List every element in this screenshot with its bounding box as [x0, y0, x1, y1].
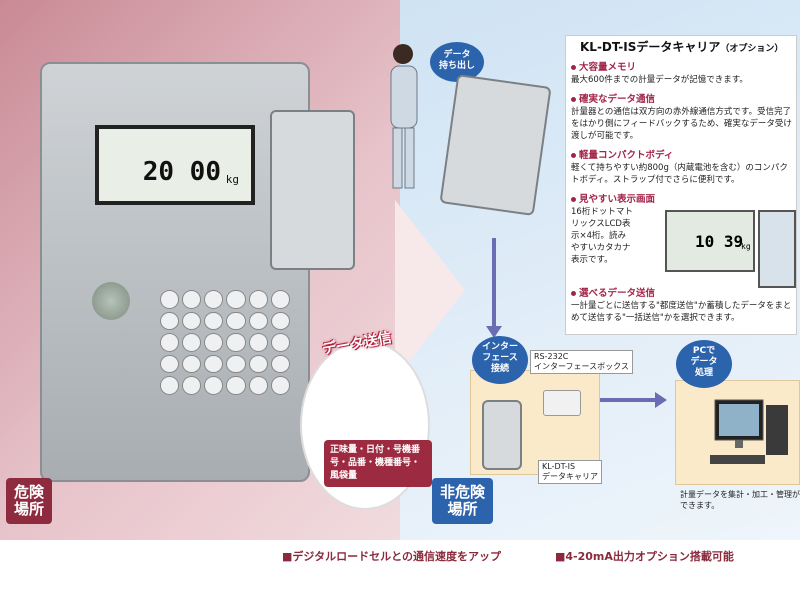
feature-item: 大容量メモリ 最大600件までの計量データが記憶できます。 — [571, 62, 793, 86]
key[interactable] — [226, 376, 246, 395]
key[interactable] — [226, 333, 246, 352]
pc-note: 計量データを集計・加工・管理ができます。 — [680, 490, 800, 510]
rs232c-box-label: RS-232C インターフェースボックス — [530, 350, 633, 374]
bullet-icon — [571, 291, 576, 296]
hazardous-area-label: 危険 場所 — [6, 478, 53, 524]
key[interactable] — [248, 311, 268, 331]
carrier-label: KL-DT-IS データキャリア — [538, 460, 602, 484]
interface-box-icon — [543, 390, 581, 416]
carrier-on-interface — [482, 400, 522, 470]
indicator-lcd: 20 00 kg — [95, 125, 255, 205]
docked-data-carrier — [270, 110, 355, 270]
desktop-computer-icon — [710, 399, 788, 464]
down-flow-arrow — [492, 238, 496, 328]
feature-item: 見やすい表示画面 16桁ドットマトリックスLCD表示×4桁。読みやすいカタカナ表… — [571, 194, 655, 266]
key[interactable] — [226, 311, 246, 331]
carrier-lcd-unit: kg — [741, 242, 751, 251]
feature-heading: 見やすい表示画面 — [579, 194, 656, 205]
feature-heading: 確実なデータ通信 — [579, 94, 656, 105]
footer-note-4-20ma: ■4-20mA出力オプション搭載可能 — [555, 550, 734, 563]
key[interactable] — [182, 290, 202, 309]
key[interactable] — [182, 354, 202, 374]
non-hazardous-area-label: 非危険 場所 — [432, 478, 494, 524]
key[interactable] — [204, 311, 224, 331]
arrow-head-icon — [486, 326, 502, 338]
carrier-lcd-value: 10 39 — [695, 232, 744, 251]
key[interactable] — [160, 354, 180, 374]
key[interactable] — [270, 354, 290, 374]
bullet-icon — [571, 197, 576, 202]
key[interactable] — [182, 333, 202, 352]
bullet-icon — [571, 97, 576, 102]
feature-body: 最大600件までの計量データが記憶できます。 — [571, 75, 748, 85]
bullet-icon — [571, 153, 576, 158]
handheld-data-carrier — [439, 74, 552, 216]
pc-processing-label: PCで データ 処理 — [676, 340, 732, 388]
transfer-arrow — [395, 200, 465, 380]
indicator-weight-unit: kg — [225, 173, 239, 186]
key[interactable] — [160, 333, 180, 352]
feature-heading: 選べるデータ送信 — [579, 288, 656, 299]
key[interactable] — [248, 376, 268, 395]
key[interactable] — [270, 290, 290, 309]
arrow-head-icon — [655, 392, 667, 408]
key[interactable] — [248, 333, 268, 352]
option-title-text: KL-DT-ISデータキャリア — [580, 40, 721, 54]
interface-connect-label: インター フェース 接続 — [472, 336, 528, 384]
key[interactable] — [160, 290, 180, 309]
key[interactable] — [248, 354, 268, 374]
feature-body: 16桁ドットマトリックスLCD表示×4桁。読みやすいカタカナ表示です。 — [571, 207, 633, 265]
feature-item: 確実なデータ通信 計量器との通信は双方向の赤外線通信方式です。受信完了をはかり側… — [571, 94, 793, 142]
bullet-icon — [571, 65, 576, 70]
key[interactable] — [270, 333, 290, 352]
option-panel-title: KL-DT-ISデータキャリア（オプション） — [580, 38, 783, 55]
key[interactable] — [270, 311, 290, 331]
carrier-lcd-thumbnail: 10 39 kg — [665, 210, 755, 272]
carrier-keypad-thumbnail — [758, 210, 796, 288]
key[interactable] — [226, 354, 246, 374]
feature-heading: 軽量コンパクトボディ — [579, 150, 674, 161]
feature-body: 一計量ごとに送信する"都度送信"か蓄積したデータをまとめて送信する"一括送信"か… — [571, 301, 792, 323]
key[interactable] — [182, 376, 202, 395]
feature-item: 選べるデータ送信 一計量ごとに送信する"都度送信"か蓄積したデータをまとめて送信… — [571, 288, 793, 324]
carry-out-label: データ 持ち出し — [430, 42, 484, 82]
key[interactable] — [204, 376, 224, 395]
feature-body: 軽くて持ちやすい約800g（内蔵電池を含む）のコンパクトボディ。ストラップ付でさ… — [571, 163, 788, 185]
right-flow-arrow — [595, 398, 655, 402]
footer — [0, 540, 800, 600]
indicator-keypad — [160, 290, 290, 395]
key[interactable] — [160, 376, 180, 395]
data-send-items: 正味量・日付・号機番号・品番・機種番号・風袋量 — [324, 440, 432, 487]
key[interactable] — [160, 311, 180, 331]
key[interactable] — [270, 376, 290, 395]
feature-item: 軽量コンパクトボディ 軽くて持ちやすい約800g（内蔵電池を含む）のコンパクトボ… — [571, 150, 793, 186]
key[interactable] — [204, 290, 224, 309]
indicator-weight-value: 20 00 — [142, 157, 221, 187]
worker-illustration — [390, 44, 418, 189]
feature-heading: 大容量メモリ — [579, 62, 637, 73]
key[interactable] — [226, 290, 246, 309]
footer-note-loadcell: ■デジタルロードセルとの通信速度をアップ — [282, 550, 502, 563]
feature-body: 計量器との通信は双方向の赤外線通信方式です。受信完了をはかり側にフィードバックす… — [571, 107, 792, 141]
key[interactable] — [248, 290, 268, 309]
key[interactable] — [204, 333, 224, 352]
option-title-suffix: （オプション） — [720, 44, 784, 54]
key[interactable] — [204, 354, 224, 374]
key[interactable] — [182, 311, 202, 331]
speaker-icon — [92, 282, 130, 320]
